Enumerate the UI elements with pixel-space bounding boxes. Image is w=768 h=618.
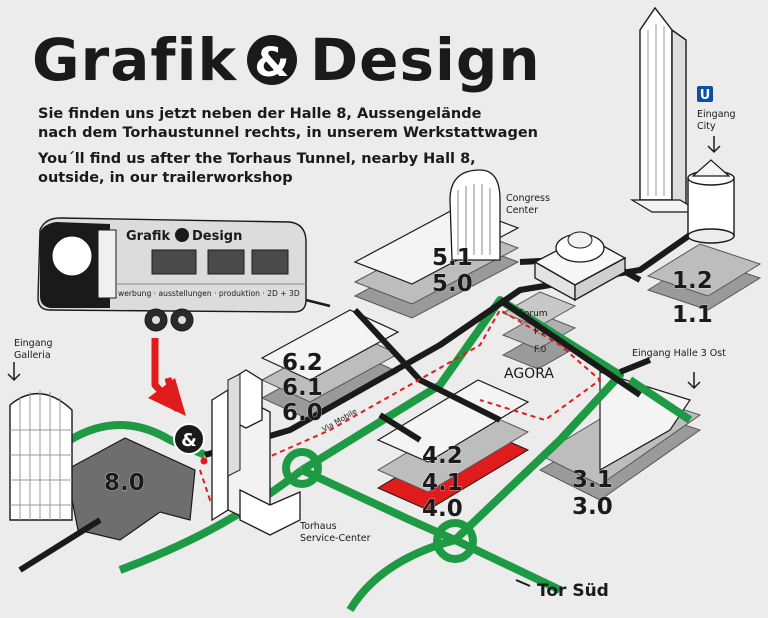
messeturm-tower	[629, 6, 703, 213]
roundabout-west	[282, 448, 322, 488]
label-congress-2: Center	[506, 205, 538, 216]
label-eingang-halle3: Eingang Halle 3 Ost	[632, 348, 726, 359]
info-en-line2: outside, in our trailerworkshop	[38, 170, 293, 186]
label-eingang-city-1: Eingang	[697, 109, 736, 120]
info-de-line1: Sie finden uns jetzt neben der Halle 8, …	[38, 106, 482, 122]
label-forum-f1: F.1	[534, 327, 546, 337]
label-torhaus-2: Service-Center	[300, 533, 371, 544]
info-de-line2: nach dem Torhaustunnel rechts, in unsere…	[38, 125, 538, 141]
hall-4-0-label: 4.0	[422, 496, 463, 522]
congress-center-building	[449, 169, 501, 261]
label-galleria-1: Eingang	[14, 338, 53, 349]
hall-4-1-label: 4.1	[422, 470, 463, 496]
arrow-down-galleria-icon	[7, 362, 21, 382]
torhaus-building	[211, 369, 301, 536]
hall-3-block	[538, 371, 702, 501]
hall-4-block	[376, 379, 530, 511]
label-congress-1: Congress	[506, 193, 550, 204]
location-arrow-icon	[148, 338, 186, 416]
label-eingang-city-2: City	[697, 121, 716, 132]
label-galleria-2: Galleria	[14, 350, 51, 361]
trailer-brand-left: Grafik	[126, 229, 170, 244]
hall-1-2-label: 1.2	[672, 268, 713, 294]
hall-1-block	[646, 243, 762, 311]
location-marker-icon	[173, 423, 208, 465]
trailer-logo-icon	[175, 228, 189, 242]
hall-6-0-label: 6.0	[282, 400, 323, 426]
ubahn-letter: U	[700, 88, 711, 103]
hall-6-2-label: 6.2	[282, 350, 323, 376]
title-design: Design	[310, 26, 541, 94]
trailer-brand-right: Design	[192, 229, 242, 244]
info-en-line1: You´ll find us after the Torhaus Tunnel,…	[37, 151, 476, 167]
hall-6-1-label: 6.1	[282, 375, 323, 401]
label-torhaus-1: Torhaus	[299, 521, 337, 532]
cylinder-building	[687, 159, 735, 244]
logo-ampersand-icon: &	[247, 35, 297, 86]
label-tor-sued: Tor Süd	[537, 581, 609, 601]
trailer-workshop	[37, 217, 331, 332]
festhalle-building	[533, 231, 627, 302]
logo-glyph: &	[255, 40, 290, 86]
trailer-services: werbung · ausstellungen · produktion · 2…	[118, 289, 300, 298]
label-agora: AGORA	[504, 366, 554, 382]
hall-4-2-label: 4.2	[422, 443, 463, 469]
ubahn-icon: U	[697, 86, 713, 103]
hall-5-0-label: 5.0	[432, 271, 473, 297]
tor-sued-pointer	[515, 579, 531, 587]
hall-1-1-label: 1.1	[672, 302, 713, 328]
arrow-down-city-icon	[707, 136, 721, 154]
marker-glyph: &	[181, 430, 197, 451]
galleria-building	[9, 390, 73, 521]
title-grafik: Grafik	[32, 26, 237, 94]
hall-5-1-label: 5.1	[432, 245, 473, 271]
roundabout-south	[433, 519, 477, 563]
hall-3-1-label: 3.1	[572, 467, 613, 493]
hall-8-0-label: 8.0	[104, 470, 145, 496]
arrow-down-halle3-icon	[687, 372, 701, 390]
label-forum: Forum	[519, 309, 548, 319]
hall-6-block	[260, 309, 400, 421]
label-forum-f0: F.0	[534, 345, 547, 355]
hall-3-0-label: 3.0	[572, 494, 613, 520]
